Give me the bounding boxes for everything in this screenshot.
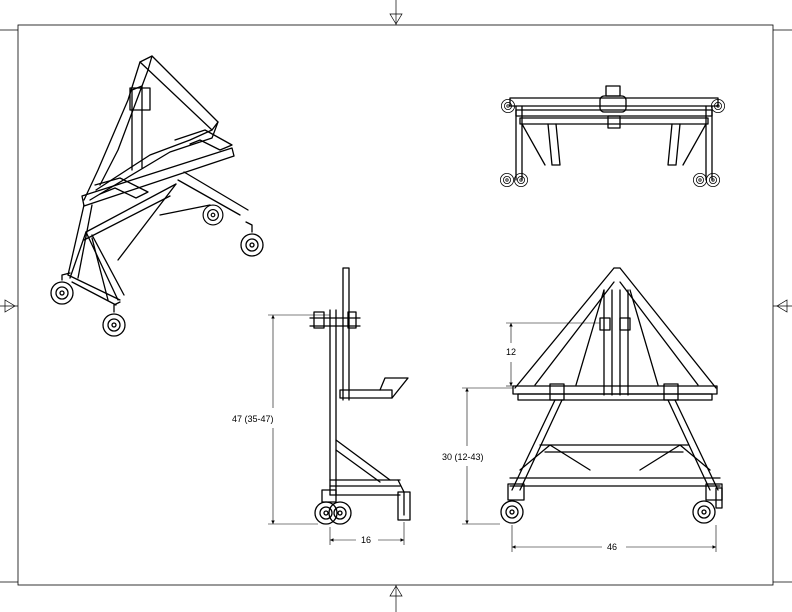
dimension-side-height <box>268 314 330 525</box>
side-view <box>309 267 411 525</box>
dimension-front-width <box>511 525 717 552</box>
dim-label-side-depth: 16 <box>361 535 371 545</box>
dimension-side-depth <box>329 522 405 545</box>
front-view <box>500 267 723 524</box>
dimension-front-upper <box>506 322 600 387</box>
center-mark-right <box>773 299 792 313</box>
dim-label-side-height: 47 (35-47) <box>232 414 274 424</box>
isometric-view <box>50 55 264 337</box>
center-mark-left <box>0 299 18 313</box>
top-view <box>500 85 725 187</box>
drawing-frame <box>0 24 792 586</box>
center-mark-top <box>389 0 403 25</box>
dim-label-front-upper: 12 <box>506 347 516 357</box>
center-mark-bottom <box>389 585 403 612</box>
dim-label-front-width: 46 <box>607 542 617 552</box>
dim-label-front-height: 30 (12-43) <box>442 452 484 462</box>
dimension-front-height <box>462 387 513 525</box>
